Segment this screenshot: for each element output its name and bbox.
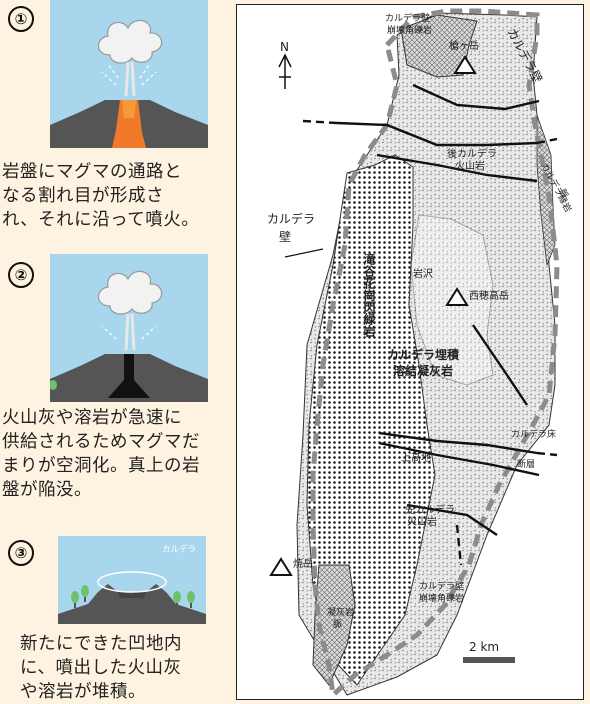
- nishihotaka-peak-icon: [445, 287, 469, 306]
- label-post-caldera-2: 火山岩: [455, 159, 485, 172]
- label-yakedake: 焼岳: [293, 558, 313, 570]
- label-fill-tuff-1: カルデラ埋積: [387, 347, 460, 362]
- step-1-caption: 岩盤にマグマの通路と なる割れ目が形成さ れ、それに沿って噴火。: [2, 162, 200, 230]
- label-post-caldera-1: 後カルデラ: [447, 147, 497, 160]
- label-fill-tuff-2: 溶結凝灰岩: [393, 363, 453, 378]
- ash-cloud-icon: [97, 270, 163, 315]
- yakedake-peak-icon: [269, 557, 293, 576]
- step-3-number: ③: [8, 540, 34, 566]
- step-1-number: ①: [8, 6, 34, 32]
- label-collapse-breccia-top: 崩壊角礫岩: [387, 24, 432, 36]
- step-2-number: ②: [8, 262, 34, 288]
- ash-cloud-icon: [97, 19, 163, 64]
- label-tuff-dike-1: 凝灰岩: [327, 606, 354, 618]
- label-caldera-floor: カルデラ床: [511, 428, 556, 440]
- tree-icon: [71, 585, 195, 608]
- label-tuff-dike-2: 脈: [333, 618, 342, 630]
- label-pre-caldera-2: 火山岩: [407, 515, 437, 528]
- eruption-diagram: [50, 0, 208, 148]
- label-caldera-left-1: カルデラ: [267, 211, 315, 226]
- scale-bar: 2 km: [463, 640, 515, 663]
- label-yarigatake: 槍ヶ岳: [449, 39, 479, 52]
- north-arrow: [278, 53, 292, 89]
- step-3-caption: 新たにできた凹地内 に、噴出した火山灰 や溶岩が堆積。: [20, 634, 182, 702]
- label-caldera-left-2: 壁: [279, 229, 291, 244]
- north-label: N: [280, 40, 289, 54]
- label-fault: 断層: [517, 458, 535, 470]
- svg-text:2 km: 2 km: [469, 640, 499, 654]
- label-collapse-breccia-bottom-1: カルデラ壁: [419, 580, 464, 592]
- inset-caldera-label: カルデラ: [162, 544, 196, 555]
- yarigatake-peak-icon: [453, 55, 477, 74]
- label-iwasaki: 岩沢: [413, 267, 433, 280]
- caldera-diagram: カルデラ: [58, 536, 206, 624]
- marginal-dike-region: [536, 114, 556, 266]
- caldera-wall-line: [310, 8, 560, 701]
- label-collapse-breccia-bottom-2: 崩壊角礫岩: [419, 592, 464, 604]
- label-caldera-wall-top: カルデラ壁: [385, 12, 430, 24]
- label-nishihotaka: 西穂高岳: [469, 289, 509, 302]
- fault-lines: [336, 83, 540, 536]
- geologic-map: N カルデラ壁 崩壊角礫岩 槍ヶ岳 カルデラ壁 カルデラ縁岩 脈 後カルデラ 火…: [236, 4, 584, 701]
- label-takisawa-granodiorite: 滝谷花崗閃緑岩: [362, 252, 376, 338]
- label-pre-caldera-1: 先カルデラ: [405, 503, 455, 516]
- cavity-diagram: [50, 254, 208, 402]
- step-2-caption: 火山灰や溶岩が急速に 供給されるためマグマだ まりが空洞化。真上の岩 盤が陥没。: [2, 408, 200, 500]
- label-kamikochi: 上高地: [401, 451, 431, 464]
- breccia-bottom-region: [312, 564, 356, 686]
